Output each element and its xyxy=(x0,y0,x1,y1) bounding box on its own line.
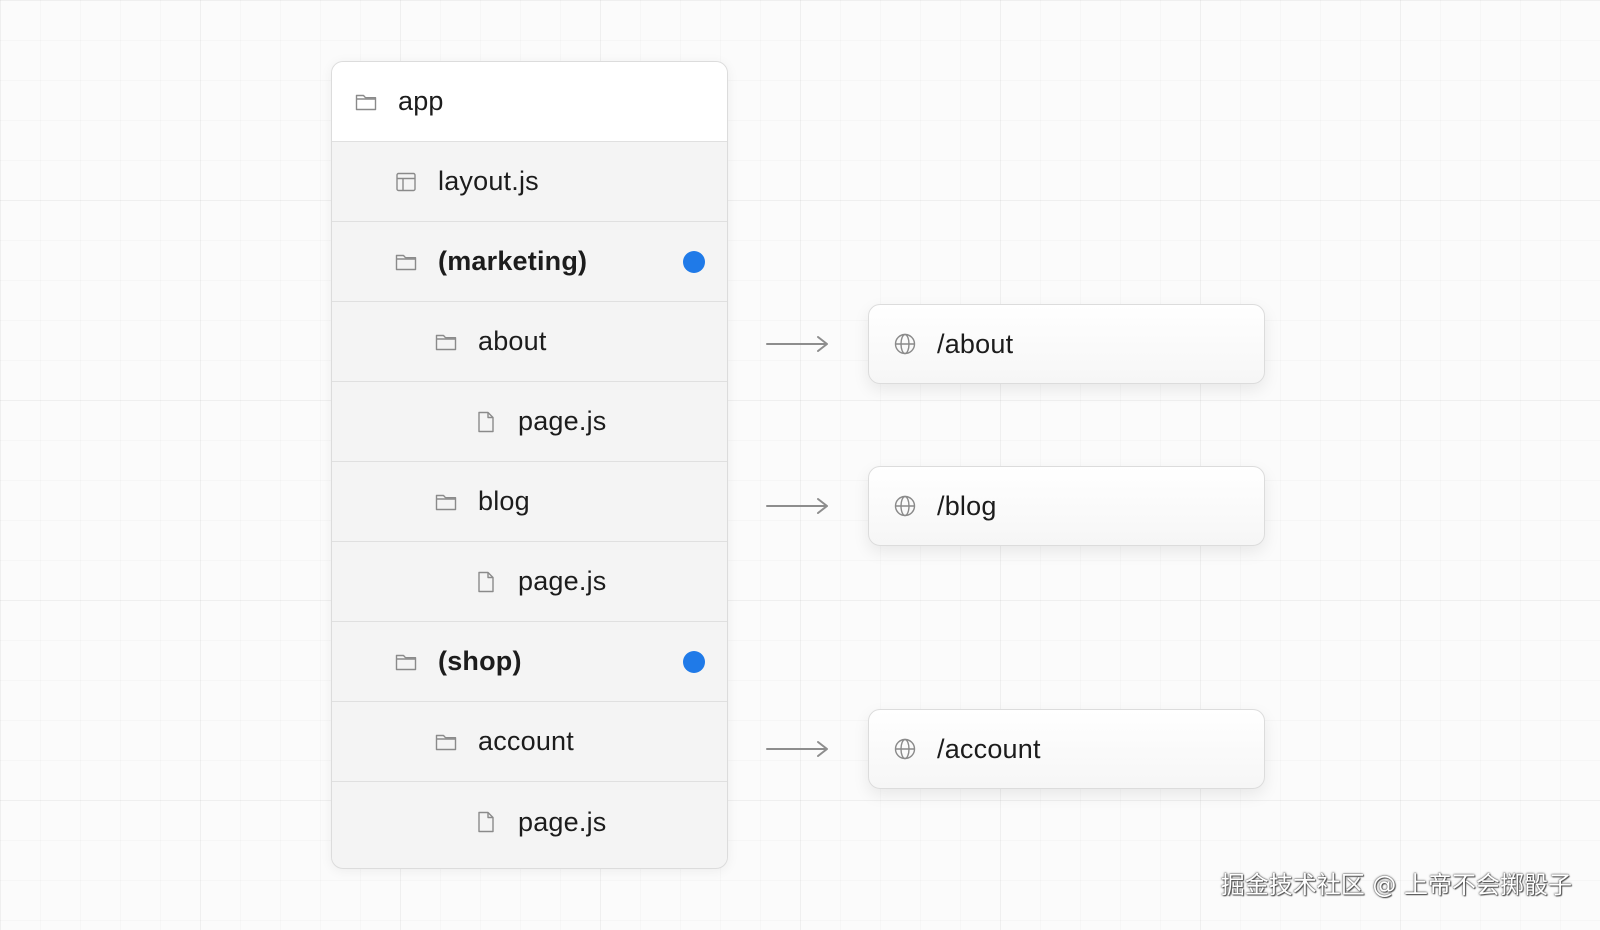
tree-row-label: app xyxy=(398,86,444,116)
folder-icon xyxy=(434,490,458,514)
folder-icon xyxy=(434,730,458,754)
tree-row-label: layout.js xyxy=(438,166,539,196)
file-icon xyxy=(474,810,498,834)
layout-icon xyxy=(394,170,418,194)
route-label: /blog xyxy=(937,490,997,521)
route-group-dot xyxy=(683,650,705,673)
file-icon xyxy=(474,570,498,594)
folder-icon xyxy=(354,90,378,114)
tree-row-label: account xyxy=(478,726,574,756)
route-label: /account xyxy=(937,733,1041,764)
folder-icon xyxy=(394,250,418,274)
tree-row-label: blog xyxy=(478,486,530,516)
tree-row-app[interactable]: app xyxy=(332,62,727,142)
route-label: /about xyxy=(937,328,1014,359)
globe-icon xyxy=(893,332,917,356)
route-box-account[interactable]: /account xyxy=(868,709,1265,789)
file-tree: app layout.js (marketing) about page.js … xyxy=(331,61,728,869)
tree-row-blog[interactable]: blog xyxy=(332,462,727,542)
tree-row-account-page[interactable]: page.js xyxy=(332,782,727,862)
route-group-dot xyxy=(683,250,705,273)
tree-row-label: page.js xyxy=(518,806,607,837)
tree-row-label: (marketing) xyxy=(438,246,588,276)
tree-row-about-page[interactable]: page.js xyxy=(332,382,727,462)
tree-row-about[interactable]: about xyxy=(332,302,727,382)
route-box-about[interactable]: /about xyxy=(868,304,1265,384)
tree-row-blog-page[interactable]: page.js xyxy=(332,542,727,622)
arrow-right-icon xyxy=(766,498,828,514)
globe-icon xyxy=(893,494,917,518)
tree-row-layout[interactable]: layout.js xyxy=(332,142,727,222)
tree-row-label: (shop) xyxy=(438,646,522,676)
tree-row-shop-group[interactable]: (shop) xyxy=(332,622,727,702)
watermark-text: 掘金技术社区 @ 上帝不会掷骰子 xyxy=(1220,871,1572,899)
file-icon xyxy=(474,410,498,434)
folder-icon xyxy=(394,650,418,674)
tree-row-label: about xyxy=(478,326,547,356)
route-box-blog[interactable]: /blog xyxy=(868,466,1265,546)
tree-row-label: page.js xyxy=(518,566,607,596)
tree-row-marketing-group[interactable]: (marketing) xyxy=(332,222,727,302)
tree-row-account[interactable]: account xyxy=(332,702,727,782)
globe-icon xyxy=(893,737,917,761)
folder-icon xyxy=(434,330,458,354)
arrow-right-icon xyxy=(766,336,828,352)
arrow-right-icon xyxy=(766,741,828,757)
tree-row-label: page.js xyxy=(518,406,607,436)
